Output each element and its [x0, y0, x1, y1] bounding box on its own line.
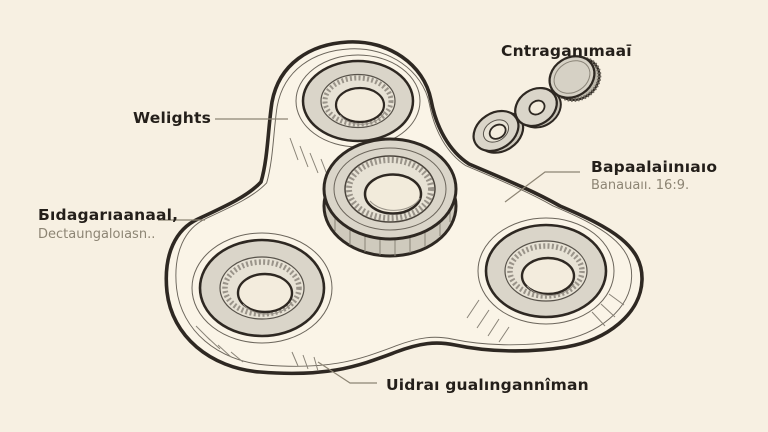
leader-bottom-label — [317, 361, 377, 384]
leader-right-label — [504, 171, 580, 203]
label-right-title: Bapaalaiınıaıo — [591, 158, 718, 176]
exploded-cap — [548, 55, 602, 102]
label-right-subtitle: Banauaıı. 16:9. — [591, 178, 690, 193]
center-bearing-knurl-side — [334, 210, 451, 256]
label-weights: Welights — [133, 109, 212, 127]
center-bearing — [322, 137, 458, 258]
label-top-right: Cntraganımaaī — [501, 42, 632, 60]
label-left-subtitle: Dectaungaloıasn.. — [38, 227, 156, 242]
exploded-washer — [514, 86, 562, 129]
right-bearing — [477, 217, 615, 325]
exploded-small-bearing — [472, 109, 525, 154]
left-bearing — [191, 232, 333, 344]
label-left-title: Бıdagarıaanaal, — [38, 206, 179, 224]
edge-hatching — [195, 137, 625, 372]
top-bearing — [295, 54, 421, 148]
label-bottom: Uidraı gualıngannîman — [386, 376, 589, 394]
leader-lines — [158, 118, 580, 384]
